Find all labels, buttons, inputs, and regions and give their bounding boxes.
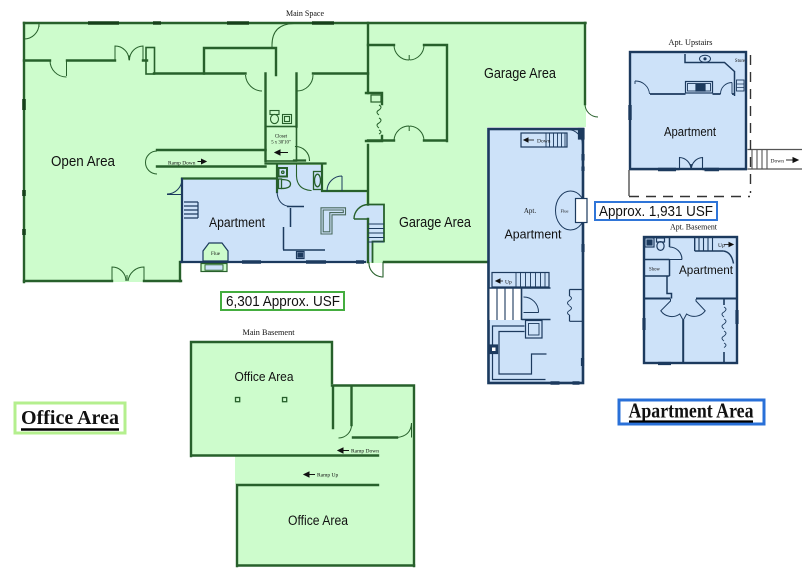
svg-text:Main Space: Main Space xyxy=(286,8,324,18)
svg-text:Ramp Up: Ramp Up xyxy=(317,473,338,479)
svg-text:Store: Store xyxy=(735,59,745,64)
svg-text:Apt. Basement: Apt. Basement xyxy=(670,222,718,232)
svg-text:Apt.: Apt. xyxy=(524,207,537,215)
svg-text:Office Area: Office Area xyxy=(21,407,119,429)
svg-text:Office Area: Office Area xyxy=(288,513,348,528)
svg-text:6,301 Approx. USF: 6,301 Approx. USF xyxy=(226,293,340,310)
svg-text:Flue: Flue xyxy=(211,252,221,257)
svg-text:Apartment: Apartment xyxy=(679,263,734,277)
svg-text:Apt. Upstairs: Apt. Upstairs xyxy=(669,37,713,47)
svg-text:Approx. 1,931 USF: Approx. 1,931 USF xyxy=(599,203,713,220)
svg-text:Apartment: Apartment xyxy=(664,125,716,139)
svg-text:Apartment: Apartment xyxy=(209,215,265,230)
svg-text:Ramp Down: Ramp Down xyxy=(168,161,196,167)
svg-text:Apartment Area: Apartment Area xyxy=(629,399,754,423)
svg-text:Office Area: Office Area xyxy=(235,369,295,384)
svg-text:Garage Area: Garage Area xyxy=(484,66,557,82)
svg-text:Open Area: Open Area xyxy=(51,154,116,170)
svg-text:Main Basement: Main Basement xyxy=(243,327,296,337)
svg-text:Flue: Flue xyxy=(560,209,568,214)
svg-text:5 x 30'10": 5 x 30'10" xyxy=(271,141,291,146)
svg-text:Down: Down xyxy=(537,139,551,145)
svg-text:Closet: Closet xyxy=(275,135,288,140)
svg-text:Up: Up xyxy=(718,243,725,249)
svg-text:Apartment: Apartment xyxy=(505,227,562,242)
svg-text:Garage Area: Garage Area xyxy=(399,215,472,231)
svg-text:Up: Up xyxy=(505,280,512,286)
svg-text:Show: Show xyxy=(649,268,660,273)
svg-text:Down: Down xyxy=(771,159,785,165)
svg-text:Ramp Down: Ramp Down xyxy=(351,449,379,455)
